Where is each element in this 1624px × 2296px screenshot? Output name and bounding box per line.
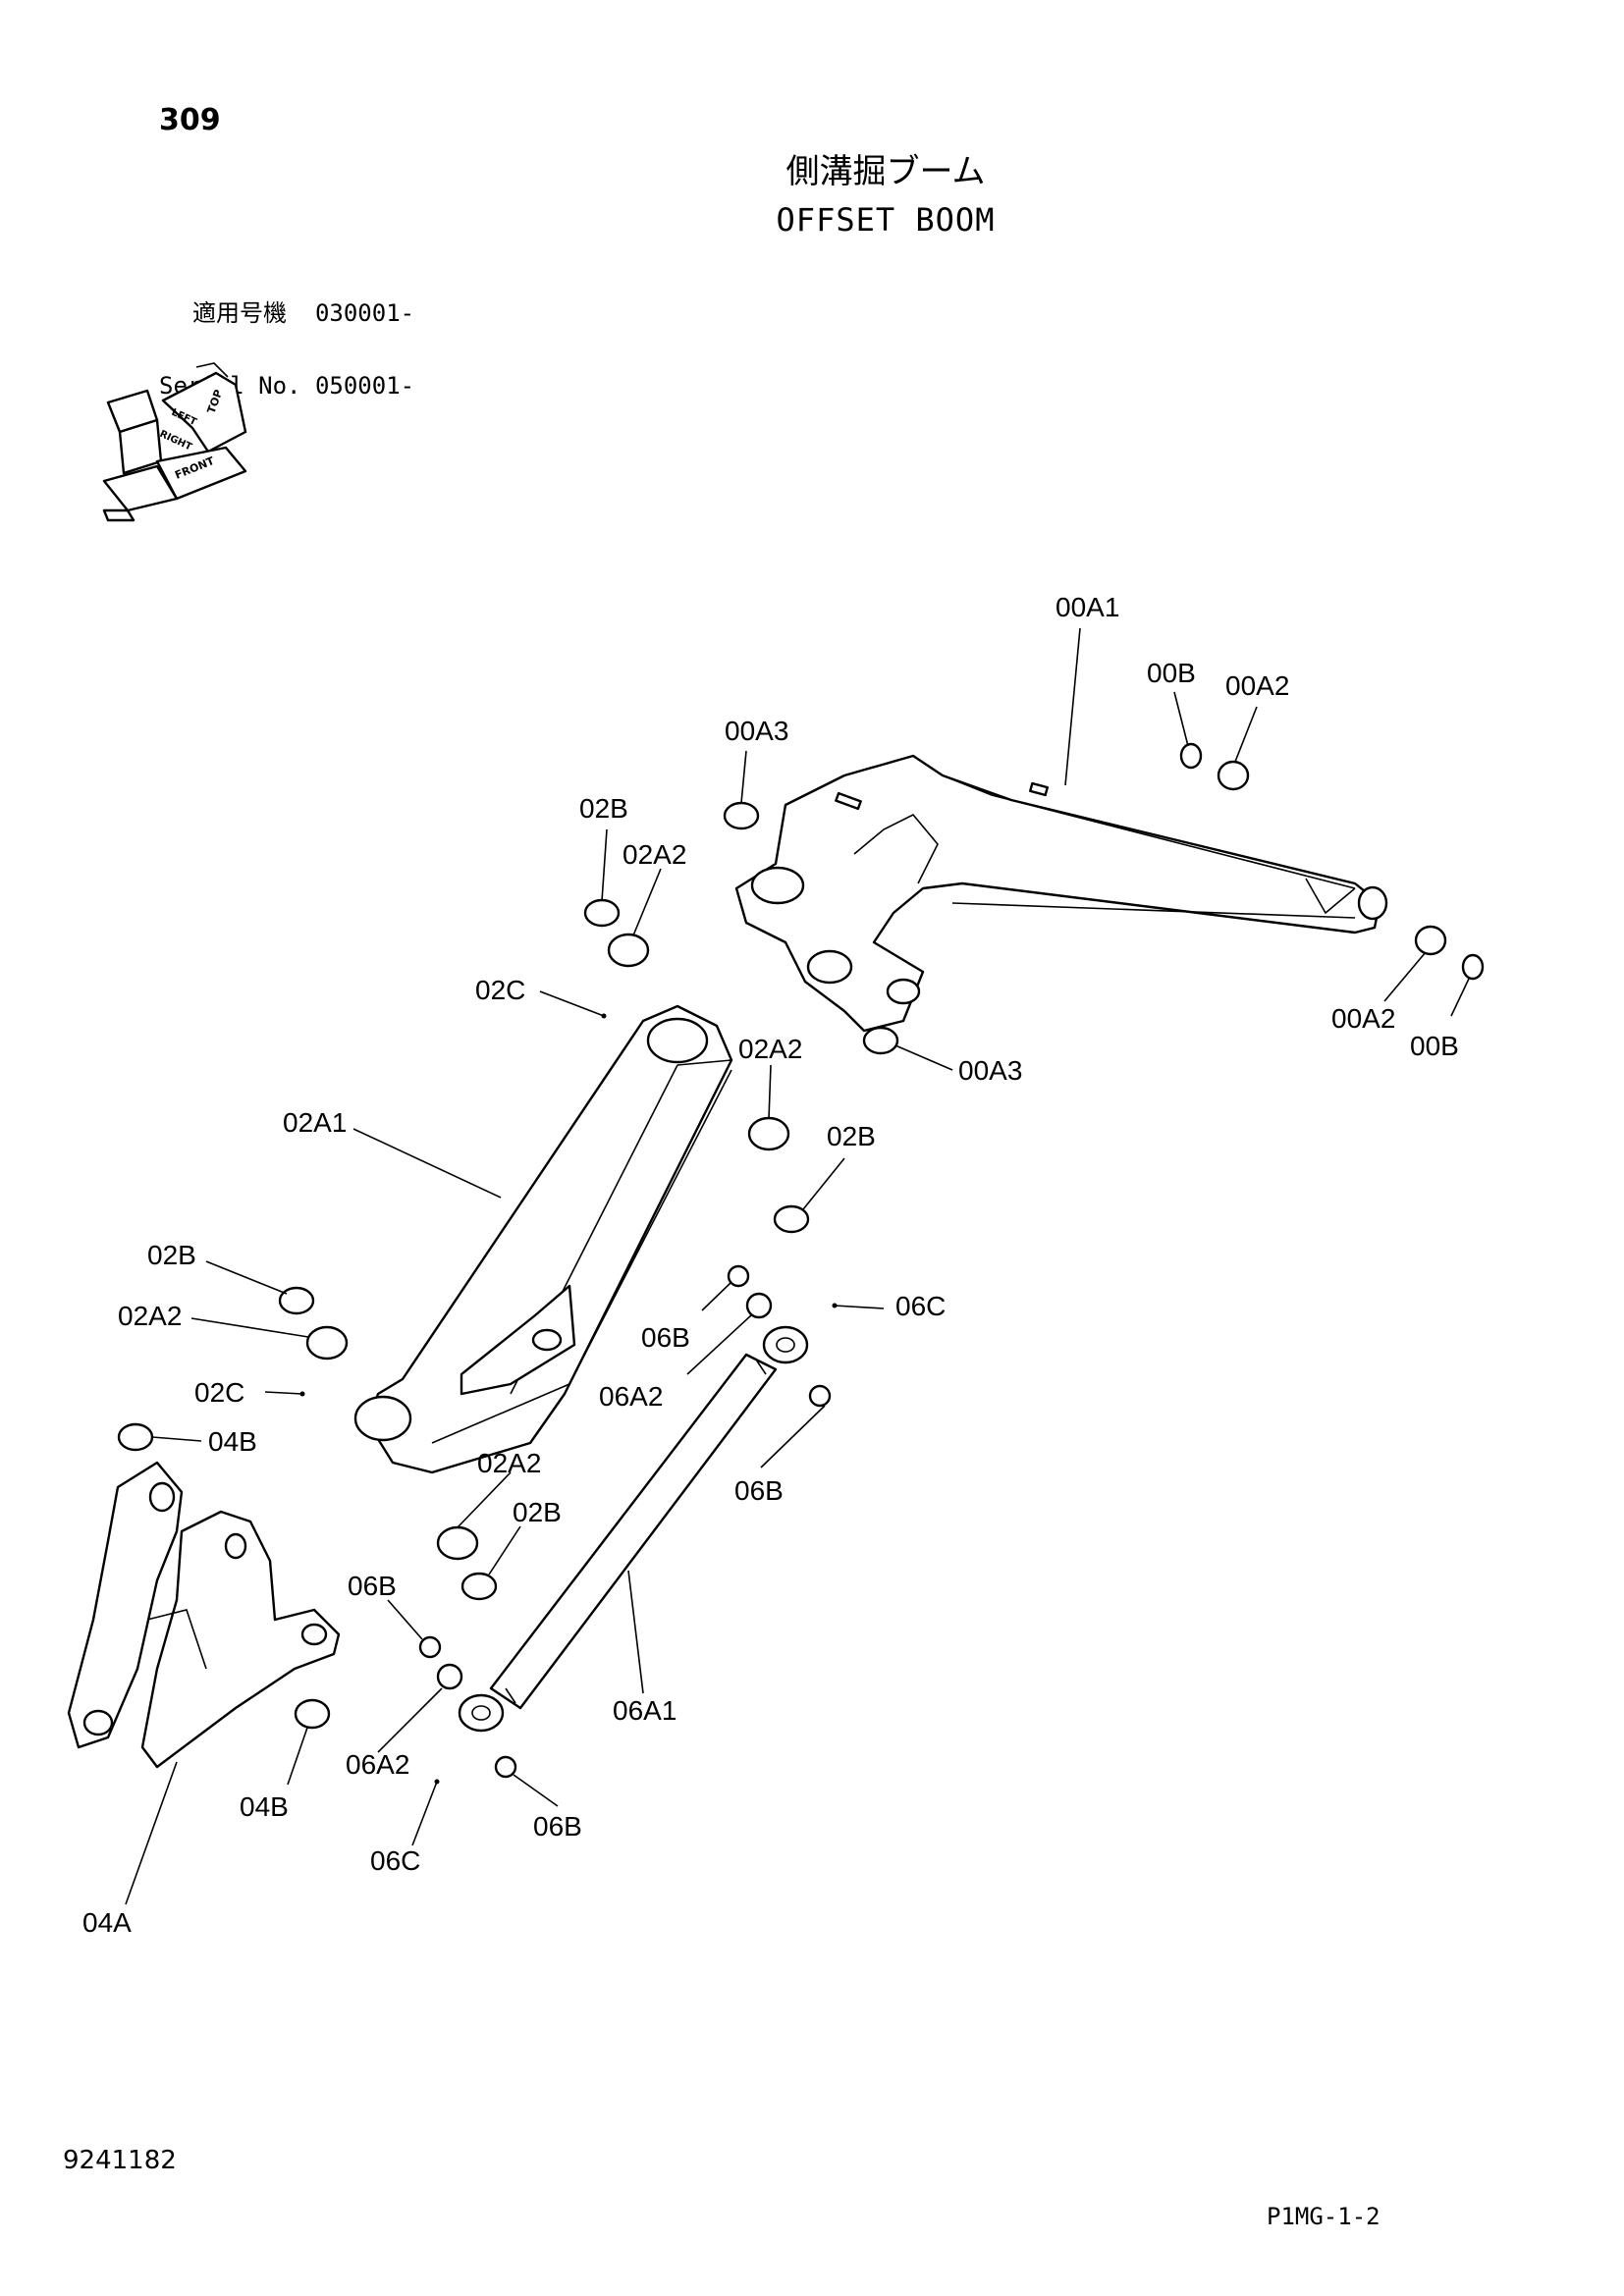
bushing-00A2-bottom — [1414, 925, 1447, 956]
callout-04A: 04A — [82, 1907, 132, 1938]
bushing-00A3-top — [723, 801, 760, 830]
page-title-japanese: 側溝掘ブーム — [785, 152, 986, 191]
callout-06B-2: 06B — [734, 1475, 784, 1506]
part-02A1-boom-middle — [353, 1004, 733, 1474]
callout-04B-1: 04B — [208, 1426, 257, 1457]
page-number: 309 — [159, 103, 221, 137]
ring-06B-4 — [494, 1755, 517, 1779]
part-00A1-boom-upper — [734, 754, 1388, 1033]
bushing-02A2-2 — [747, 1116, 790, 1151]
part-04A-bracket — [67, 1461, 341, 1769]
bushings — [117, 742, 1485, 1779]
callout-02A2-4: 02A2 — [477, 1448, 541, 1478]
bushing-02A2-1 — [607, 933, 650, 968]
callout-00A3-bottom: 00A3 — [958, 1055, 1022, 1086]
bushing-06A2-2 — [436, 1663, 463, 1690]
orientation-icon: TOP LEFT RIGHT FRONT — [102, 362, 247, 522]
callout-02B-4: 02B — [513, 1497, 562, 1527]
page-code: P1MG-1-2 — [1267, 2203, 1380, 2230]
callout-02B-2: 02B — [827, 1121, 876, 1151]
bushing-04B-2 — [294, 1698, 331, 1730]
callout-06A2-1: 06A2 — [599, 1381, 663, 1412]
callout-02B-1: 02B — [579, 793, 628, 824]
callout-06B-3: 06B — [348, 1571, 397, 1601]
callout-06B-1: 06B — [641, 1322, 690, 1353]
callout-02A1: 02A1 — [283, 1107, 347, 1138]
bushing-02A2-4 — [436, 1525, 479, 1561]
bushing-00A2-top — [1217, 760, 1250, 791]
ring-02B-1 — [583, 898, 621, 928]
leader-lines — [125, 627, 1470, 1905]
callout-04B-2: 04B — [240, 1791, 289, 1822]
callout-02B-3: 02B — [147, 1240, 196, 1270]
ring-06B-1 — [727, 1264, 750, 1288]
part-06A1-cylinder — [458, 1325, 809, 1733]
serial-value: 050001- — [314, 372, 415, 400]
ring-00B-top — [1179, 742, 1203, 770]
ring-02B-2 — [773, 1204, 810, 1234]
page-title: OFFSET BOOM — [776, 201, 996, 239]
callout-00A2-bottom: 00A2 — [1331, 1003, 1395, 1034]
callout-06B-4: 06B — [533, 1811, 582, 1842]
callout-00B-bottom: 00B — [1410, 1031, 1459, 1061]
callout-06A2-2: 06A2 — [346, 1749, 409, 1780]
callout-labels: 00A1 00B 00A2 00A3 02B 02A2 02C 00A2 00B… — [82, 592, 1459, 1938]
serial-row: Serial No. 050001- — [159, 373, 414, 399]
ring-00B-bottom — [1461, 953, 1485, 981]
callout-02A2-2: 02A2 — [738, 1034, 802, 1064]
callout-06C-2: 06C — [370, 1845, 420, 1876]
callout-00A2-top: 00A2 — [1225, 670, 1289, 701]
bushing-04B-1 — [117, 1422, 154, 1452]
document-number: 9241182 — [63, 2146, 177, 2175]
callout-02C-2: 02C — [194, 1377, 244, 1408]
callout-02A2-1: 02A2 — [623, 839, 686, 870]
callout-06C-1: 06C — [895, 1291, 946, 1321]
serial-range: 適用号機 030001- Serial No. 050001- — [159, 253, 414, 422]
bushing-02A2-3 — [305, 1325, 349, 1361]
ring-06B-3 — [418, 1635, 442, 1659]
callout-00A3-top: 00A3 — [725, 716, 788, 746]
callout-02A2-3: 02A2 — [118, 1301, 182, 1331]
applicable-value: 030001- — [314, 299, 415, 327]
ring-02B-3 — [278, 1286, 315, 1315]
bushing-00A3-bottom — [862, 1026, 899, 1055]
ring-02B-4 — [460, 1572, 498, 1601]
callout-00A1: 00A1 — [1056, 592, 1119, 622]
ring-06B-2 — [808, 1384, 832, 1408]
applicable-label: 適用号機 — [192, 299, 288, 327]
bushing-06A2-1 — [745, 1292, 773, 1319]
callout-00B-top: 00B — [1147, 658, 1196, 688]
callout-02C-1: 02C — [475, 975, 525, 1005]
callout-06A1: 06A1 — [613, 1695, 677, 1726]
orientation-label-right: RIGHT — [158, 429, 193, 454]
applicable-row: 適用号機 030001- — [159, 300, 414, 326]
